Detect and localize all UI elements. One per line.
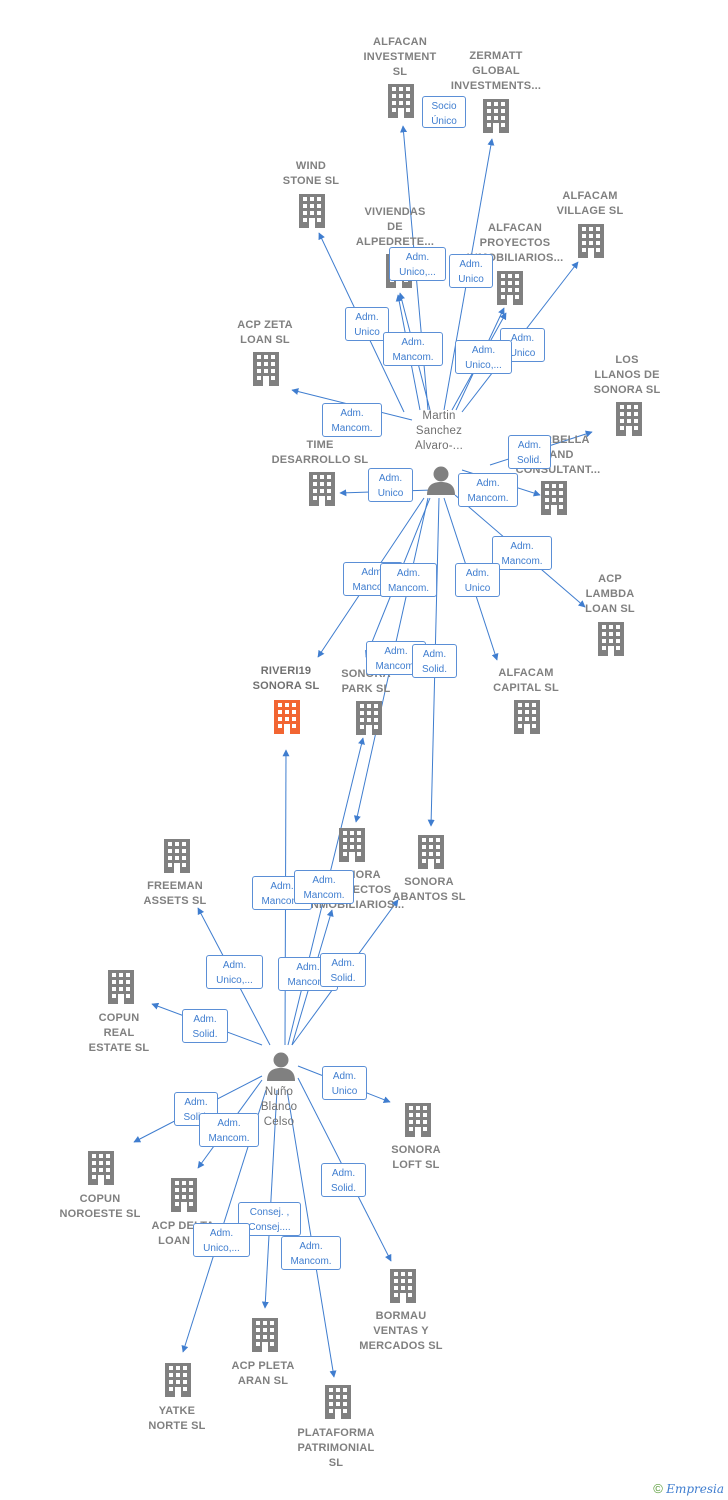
building-icon[interactable] xyxy=(388,84,414,118)
person-icon[interactable] xyxy=(267,1052,295,1082)
building-icon[interactable] xyxy=(164,839,190,873)
relation-label[interactable]: Adm. Unico xyxy=(322,1066,367,1100)
building-icon[interactable] xyxy=(252,1318,278,1352)
building-icon[interactable] xyxy=(598,622,624,656)
relation-label[interactable]: Adm. Mancom. xyxy=(294,870,354,904)
copyright-symbol: © xyxy=(653,1481,663,1496)
relation-label[interactable]: Adm. Solid. xyxy=(412,644,457,678)
relation-label[interactable]: Socio Único xyxy=(422,96,466,128)
footer-brand[interactable]: © Empresia xyxy=(653,1481,724,1496)
node-label-acp_lambda[interactable]: ACP LAMBDA LOAN SL xyxy=(585,573,635,615)
building-icon[interactable] xyxy=(108,970,134,1004)
node-label-alfacam_village[interactable]: ALFACAM VILLAGE SL xyxy=(556,190,624,217)
building-icon[interactable] xyxy=(616,402,642,436)
edge-nuno-plataforma xyxy=(286,1089,337,1378)
building-icon[interactable] xyxy=(541,481,567,515)
node-label-sonora_loft[interactable]: SONORA LOFT SL xyxy=(391,1144,441,1171)
building-icon[interactable] xyxy=(514,700,540,734)
relation-label[interactable]: Adm. Unico,... xyxy=(193,1223,250,1257)
building-icon[interactable] xyxy=(88,1151,114,1185)
building-icon[interactable] xyxy=(356,701,382,735)
relation-label[interactable]: Adm. Mancom. xyxy=(322,403,382,437)
relation-label[interactable]: Adm. Unico xyxy=(500,328,545,362)
edge-nuno-acp_pleta xyxy=(261,1089,278,1309)
relation-label[interactable]: Adm. Unico xyxy=(449,254,493,288)
relation-label[interactable]: Adm. Solid. xyxy=(321,1163,366,1197)
relation-label[interactable]: Adm. Unico,... xyxy=(206,955,263,989)
node-label-viviendas[interactable]: VIVIENDAS DE ALPEDRETE... xyxy=(355,206,435,248)
node-label-time_des[interactable]: TIME DESARROLLO SL xyxy=(271,439,369,466)
person-icon[interactable] xyxy=(427,466,455,496)
relation-label[interactable]: Adm. Mancom. xyxy=(380,563,437,597)
building-icon[interactable] xyxy=(325,1385,351,1419)
relation-label[interactable]: Adm. Unico,... xyxy=(455,340,512,374)
building-icon[interactable] xyxy=(483,99,509,133)
node-label-alfacan_inv[interactable]: ALFACAN INVESTMENT SL xyxy=(363,36,437,78)
node-label-bormau[interactable]: BORMAU VENTAS Y MERCADOS SL xyxy=(359,1310,443,1352)
relation-label[interactable]: Adm. Mancom. xyxy=(492,536,552,570)
building-icon[interactable] xyxy=(405,1103,431,1137)
relation-label[interactable]: Adm. Unico xyxy=(368,468,413,502)
relation-label[interactable]: Adm. Unico xyxy=(345,307,389,341)
relation-label[interactable]: Adm. Unico,... xyxy=(389,247,446,281)
node-label-wind_stone[interactable]: WIND STONE SL xyxy=(282,160,340,187)
node-label-riveri[interactable]: RIVERI19 SONORA SL xyxy=(252,665,320,692)
building-icon[interactable] xyxy=(578,224,604,258)
building-icon[interactable] xyxy=(418,835,444,869)
building-icon[interactable] xyxy=(253,352,279,386)
relation-label[interactable]: Adm. Mancom. xyxy=(199,1113,259,1147)
relation-label[interactable]: Adm. Solid. xyxy=(508,435,551,469)
building-icon[interactable] xyxy=(274,700,300,734)
relation-label[interactable]: Adm. Mancom. xyxy=(281,1236,341,1270)
node-label-copun_nor[interactable]: COPUN NOROESTE SL xyxy=(59,1193,141,1220)
building-icon[interactable] xyxy=(171,1178,197,1212)
relation-label[interactable]: Adm. Unico xyxy=(455,563,500,597)
node-label-freeman[interactable]: FREEMAN ASSETS SL xyxy=(143,880,207,907)
node-label-yatke[interactable]: YATKE NORTE SL xyxy=(148,1405,206,1432)
node-label-los_llanos[interactable]: LOS LLANOS DE SONORA SL xyxy=(593,354,661,396)
node-label-martin[interactable]: Martin Sanchez Alvaro-... xyxy=(414,410,463,452)
brand-logo: Empresia xyxy=(666,1482,724,1496)
building-icon[interactable] xyxy=(339,828,365,862)
building-icon[interactable] xyxy=(299,194,325,228)
node-label-alfacam_cap[interactable]: ALFACAM CAPITAL SL xyxy=(493,667,559,694)
relation-label[interactable]: Adm. Mancom. xyxy=(458,473,518,507)
relation-label[interactable]: Adm. Solid. xyxy=(320,953,366,987)
node-label-nuno[interactable]: Nuño Blanco Celso xyxy=(260,1086,298,1128)
building-icon[interactable] xyxy=(309,472,335,506)
node-label-acp_zeta[interactable]: ACP ZETA LOAN SL xyxy=(237,319,293,346)
node-label-copun_real[interactable]: COPUN REAL ESTATE SL xyxy=(88,1012,150,1054)
node-label-zermatt[interactable]: ZERMATT GLOBAL INVESTMENTS... xyxy=(450,50,542,92)
node-label-sonora_abantos[interactable]: SONORA ABANTOS SL xyxy=(392,876,466,903)
node-label-acp_pleta[interactable]: ACP PLETA ARAN SL xyxy=(231,1360,295,1387)
relation-label[interactable]: Adm. Solid. xyxy=(182,1009,228,1043)
building-icon[interactable] xyxy=(390,1269,416,1303)
node-label-plataforma[interactable]: PLATAFORMA PATRIMONIAL SL xyxy=(297,1427,375,1469)
building-icon[interactable] xyxy=(497,271,523,305)
relation-label[interactable]: Adm. Mancom. xyxy=(383,332,443,366)
building-icon[interactable] xyxy=(165,1363,191,1397)
